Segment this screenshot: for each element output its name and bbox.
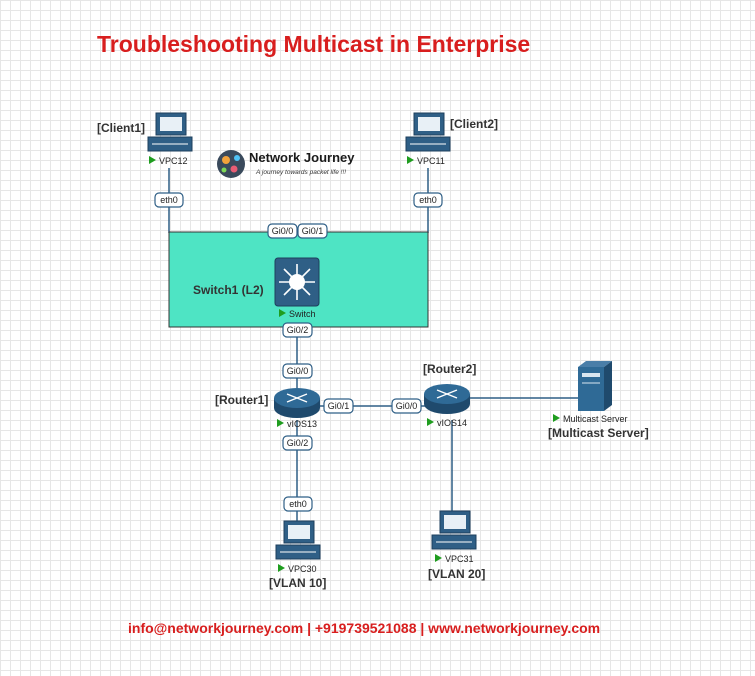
switch-name: Switch <box>289 309 316 319</box>
router1-gi01-label: Gi0/1 <box>328 401 350 411</box>
pc-icon[interactable] <box>147 112 193 152</box>
port-badge: Gi0/2 <box>282 322 313 338</box>
links <box>168 168 580 522</box>
switch-gi00-label: Gi0/0 <box>272 226 294 236</box>
router2-gi00-label: Gi0/0 <box>396 401 418 411</box>
router1-label: [Router1] <box>215 393 268 407</box>
server-label: [Multicast Server] <box>548 426 649 440</box>
switch1-label: Switch1 (L2) <box>193 283 264 297</box>
client1-name: VPC12 <box>159 156 188 166</box>
switch-icon[interactable] <box>274 257 320 307</box>
router2-label: [Router2] <box>423 362 476 376</box>
server-icon[interactable] <box>578 361 612 411</box>
port-badge: Gi0/0 <box>267 223 298 239</box>
router1-name: vIOS13 <box>287 419 317 429</box>
router1-status-icon <box>277 419 284 427</box>
server-status-icon <box>553 414 560 422</box>
client2-label: [Client2] <box>450 117 498 131</box>
vpc30-status-icon <box>278 564 285 572</box>
pc-icon[interactable] <box>431 510 477 550</box>
port-badge: Gi0/1 <box>297 223 328 239</box>
client1-status-icon <box>149 156 156 164</box>
network-journey-logo: Network Journey A journey towards packet… <box>217 150 355 178</box>
client2-status-icon <box>407 156 414 164</box>
port-badge: Gi0/1 <box>323 398 354 414</box>
contact-footer: info@networkjourney.com | +919739521088 … <box>128 620 601 636</box>
port-badge: Gi0/0 <box>282 363 313 379</box>
switch-gi02-label: Gi0/2 <box>287 325 309 335</box>
port-badge: Gi0/2 <box>282 435 313 451</box>
port-badge: eth0 <box>413 192 443 208</box>
pc-icon[interactable] <box>405 112 451 152</box>
client2-port-label: eth0 <box>419 195 437 205</box>
port-badge: eth0 <box>283 496 313 512</box>
router-icon[interactable] <box>274 388 320 418</box>
vpc30-port-label: eth0 <box>289 499 307 509</box>
brand-tagline: A journey towards packet life !!! <box>255 169 346 176</box>
vpc31-label: [VLAN 20] <box>428 567 485 581</box>
vpc31-status-icon <box>435 554 442 562</box>
port-badge: Gi0/0 <box>391 398 422 414</box>
pc-icon[interactable] <box>275 520 321 560</box>
vpc31-name: VPC31 <box>445 554 474 564</box>
router2-status-icon <box>427 418 434 426</box>
brand-name: Network Journey <box>249 150 355 165</box>
client1-label: [Client1] <box>97 121 145 135</box>
port-badge: eth0 <box>154 192 184 208</box>
router2-name: vIOS14 <box>437 418 467 428</box>
page-title: Troubleshooting Multicast in Enterprise <box>97 31 531 57</box>
client2-name: VPC11 <box>417 156 445 166</box>
vpc30-name: VPC30 <box>288 564 317 574</box>
client1-port-label: eth0 <box>160 195 178 205</box>
router-icon[interactable] <box>424 384 470 414</box>
switch-gi01-label: Gi0/1 <box>302 226 324 236</box>
server-name: Multicast Server <box>563 414 628 424</box>
vpc30-label: [VLAN 10] <box>269 576 326 590</box>
router1-gi02-label: Gi0/2 <box>287 438 309 448</box>
router1-gi00-label: Gi0/0 <box>287 366 309 376</box>
switch-status-icon <box>279 309 286 317</box>
